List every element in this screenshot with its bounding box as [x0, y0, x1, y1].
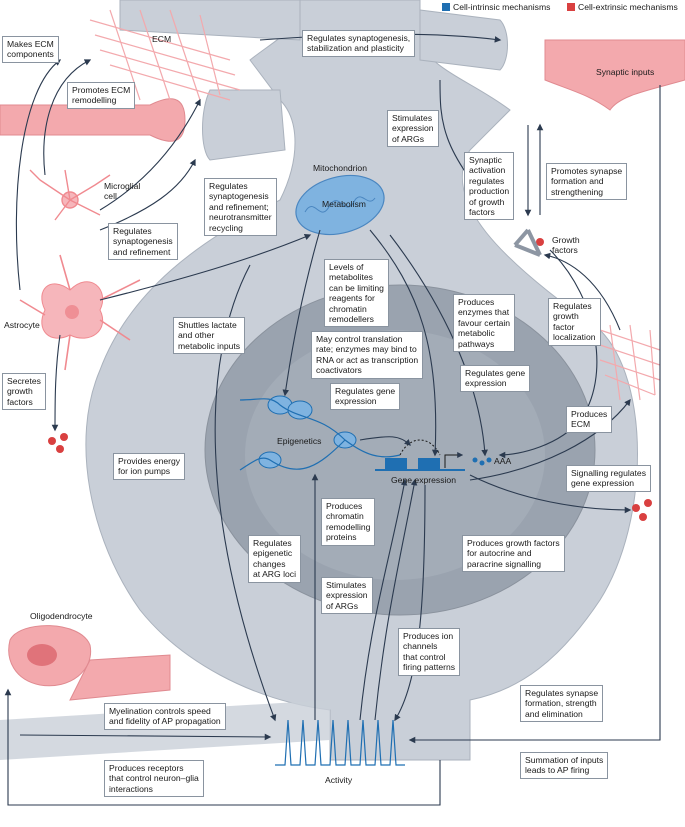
box-secretes-gf: Secretes growth factors: [2, 373, 46, 411]
box-may-control-translation: May control translation rate; enzymes ma…: [311, 331, 424, 379]
legend-intrinsic-swatch: [442, 3, 450, 11]
label-oligodendrocyte: Oligodendrocyte: [30, 611, 93, 621]
box-regulates-synapt-refine: Regulates synaptogenesis and refinement: [108, 223, 178, 261]
box-promotes-synapse-formation: Promotes synapse formation and strengthe…: [546, 163, 628, 201]
box-regulates-gene-expr-right: Regulates gene expression: [460, 365, 531, 392]
box-regulates-synaptogenesis-stab: Regulates synaptogenesis, stabilization …: [302, 30, 416, 57]
growth-factor-bound: [536, 238, 544, 246]
box-summation: Summation of inputs leads to AP firing: [520, 752, 609, 779]
label-activity: Activity: [325, 775, 353, 785]
mrna-dots: [472, 457, 492, 466]
box-regulates-gf-localization: Regulates growth factor localization: [548, 298, 601, 346]
box-signalling-regulates: Signalling regulates gene expression: [566, 465, 652, 492]
axon-out: [0, 700, 330, 760]
dendrite-left: [202, 89, 286, 161]
dna-strand: [239, 398, 401, 471]
box-regulates-gene-expr-center: Regulates gene expression: [330, 383, 401, 410]
label-ecm: ECM: [152, 34, 172, 44]
gene-block-2: [418, 458, 440, 470]
label-poly-a: AAA: [494, 456, 512, 466]
label-epigenetics: Epigenetics: [277, 436, 322, 446]
activity-spikes: [275, 719, 405, 766]
legend-intrinsic: Cell-intrinsic mechanisms: [442, 2, 550, 12]
ecm-mesh-right: [599, 324, 661, 401]
box-produces-gf-autocrine: Produces growth factors for autocrine an…: [462, 535, 565, 573]
growth-factor-receptor: [513, 228, 542, 257]
box-produces-enzymes: Produces enzymes that favour certain met…: [453, 294, 516, 353]
oligodendrocyte-shape: [8, 625, 171, 701]
label-astrocyte: Astrocyte: [4, 320, 40, 330]
box-produces-chromatin: Produces chromatin remodelling proteins: [321, 498, 376, 546]
nucleus-inner: [245, 330, 545, 580]
box-shuttles-lactate: Shuttles lactate and other metabolic inp…: [173, 317, 246, 355]
box-stimulates-args-top: Stimulates expression of ARGs: [387, 110, 439, 148]
gene-block-1: [385, 458, 407, 470]
synaptic-input-terminal: [544, 39, 685, 111]
box-produces-ion-channels: Produces ion channels that control firin…: [398, 628, 461, 676]
incoming-axon: [0, 98, 186, 142]
box-regulates-synapse-formation: Regulates synapse formation, strength an…: [520, 685, 604, 723]
box-produces-ecm: Produces ECM: [566, 406, 613, 433]
label-growth-factors: Growth factors: [552, 235, 580, 256]
legend-extrinsic: Cell-extrinsic mechanisms: [567, 2, 678, 12]
label-gene-expression: Gene expression: [391, 475, 456, 485]
box-provides-energy: Provides energy for ion pumps: [113, 453, 186, 480]
box-makes-ecm: Makes ECM components: [2, 36, 59, 63]
label-metabolism: Metabolism: [322, 199, 366, 209]
growth-factor-dots-right: [632, 499, 652, 521]
ecm-mesh: [89, 9, 241, 101]
box-regulates-synapt-nt: Regulates synaptogenesis and refinement;…: [204, 178, 277, 237]
box-promotes-ecm-remodelling: Promotes ECM remodelling: [67, 82, 136, 109]
legend-extrinsic-text: Cell-extrinsic mechanisms: [578, 2, 678, 12]
box-levels-metabolites: Levels of metabolites can be limiting re…: [324, 259, 389, 328]
mitochondrion-shape: [295, 174, 385, 236]
growth-factor-dots-left: [48, 433, 68, 453]
box-synaptic-activation: Synaptic activation regulates production…: [464, 152, 515, 221]
label-mitochondrion: Mitochondrion: [313, 163, 367, 173]
label-synaptic-inputs: Synaptic inputs: [596, 67, 655, 77]
dendrite-upper-left: [119, 0, 301, 41]
box-stimulates-args-bottom: Stimulates expression of ARGs: [321, 577, 373, 615]
legend-intrinsic-text: Cell-intrinsic mechanisms: [453, 2, 551, 12]
microglial-cell-shape: [29, 169, 111, 221]
label-microglial-cell: Microglial cell: [104, 181, 141, 202]
box-regulates-epigenetic: Regulates epigenetic changes at ARG loci: [248, 535, 301, 583]
enhancer-loop: [399, 439, 441, 456]
box-produces-receptors: Produces receptors that control neuron–g…: [104, 760, 204, 798]
astrocyte-shape: [19, 254, 141, 371]
dendrite-top-right: [419, 9, 508, 71]
transcription-arrow: [444, 452, 464, 468]
legend-extrinsic-swatch: [567, 3, 575, 11]
box-myelination: Myelination controls speed and fidelity …: [104, 703, 226, 730]
